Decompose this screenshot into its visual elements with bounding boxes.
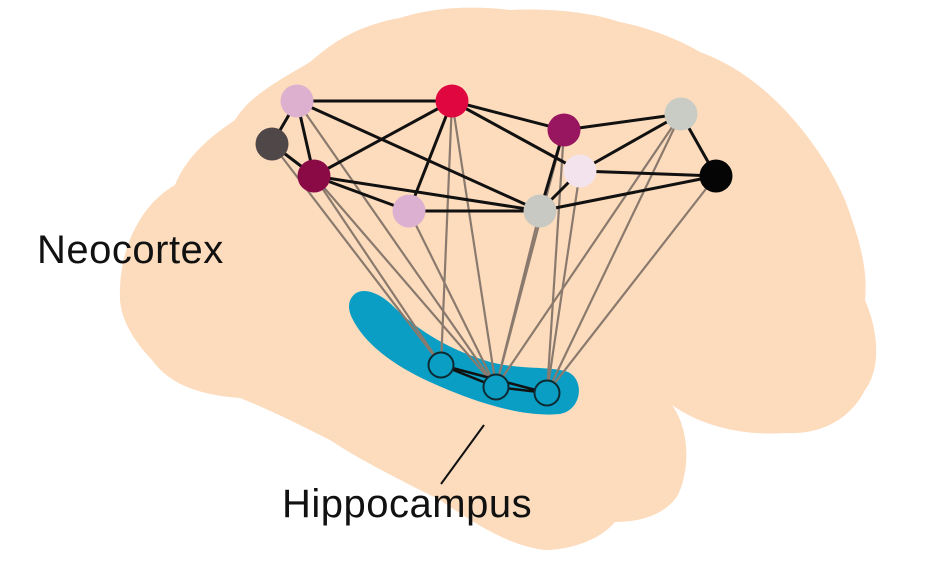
cortical-node-C xyxy=(547,113,581,147)
cortical-edge-C-D xyxy=(563,112,682,132)
projection-edge-G-h3 xyxy=(545,170,582,394)
cortical-node-A xyxy=(280,84,314,118)
projection-edge-C-h3 xyxy=(545,129,566,394)
cortical-edge-F-I xyxy=(313,174,410,213)
projection-edge-F-h1 xyxy=(313,175,442,366)
cortical-edge-B-C xyxy=(451,99,565,132)
projection-edge-B-h1 xyxy=(439,100,454,366)
hippocampus-region xyxy=(349,290,579,415)
projection-edge-I-h2 xyxy=(408,210,497,388)
cortical-edge-A-J xyxy=(296,99,541,213)
projection-edge-H-h3 xyxy=(546,175,717,394)
cortical-edge-B-G xyxy=(451,99,581,173)
neocortex-label: Neocortex xyxy=(37,228,224,272)
hippocampal-nodes xyxy=(427,351,561,407)
cortical-edge-F-J xyxy=(313,174,541,213)
hippocampal-node-h2 xyxy=(482,373,510,401)
projection-edge-B-h2 xyxy=(450,100,498,388)
cortical-node-E xyxy=(255,127,289,161)
cortical-node-I xyxy=(392,194,426,228)
brain-outline xyxy=(119,7,877,550)
cortical-node-G xyxy=(563,154,597,188)
cortical-edge-H-J xyxy=(539,174,717,213)
cortical-node-J xyxy=(523,194,557,228)
cortical-node-H xyxy=(699,159,733,193)
hippocampal-node-h3 xyxy=(533,379,561,407)
projection-edge-D-h3 xyxy=(546,113,682,394)
hippocampal-node-h1 xyxy=(427,351,455,379)
cortical-node-B xyxy=(435,84,469,118)
projection-edge-A-h2 xyxy=(296,100,497,388)
hippocampus-label: Hippocampus xyxy=(282,482,533,526)
cortical-edge-B-F xyxy=(313,99,453,178)
projection-edge-D-h2 xyxy=(495,113,682,388)
cortical-node-F xyxy=(297,159,331,193)
cortical-nodes xyxy=(255,84,733,228)
cortical-edge-G-H xyxy=(579,169,717,178)
cortical-node-D xyxy=(664,97,698,131)
projection-edge-F-h2 xyxy=(313,175,497,388)
cortical-edge-D-G xyxy=(579,112,682,173)
hippocampus-leader-line xyxy=(440,424,485,485)
